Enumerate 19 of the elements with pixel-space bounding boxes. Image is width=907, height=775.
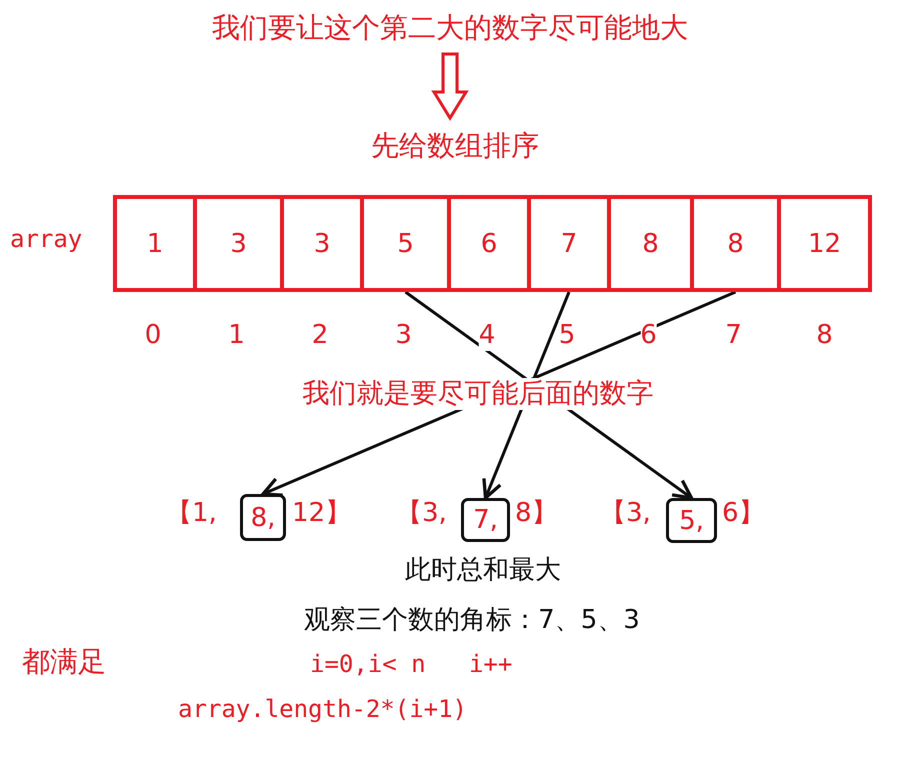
- note-text: 【3,: [396, 498, 447, 530]
- note-text: 8】: [515, 498, 558, 530]
- highlighted-number: 7,: [461, 498, 510, 542]
- note-text: 此时总和最大: [405, 555, 561, 586]
- note-text: array.length-2*(i+1): [178, 695, 467, 724]
- highlighted-number: 5,: [666, 498, 717, 543]
- heading-text: 我们要让这个第二大的数字尽可能地大: [140, 6, 760, 50]
- note-text: 【3,: [600, 498, 651, 530]
- note-text: array: [10, 225, 82, 254]
- note-text: 12】: [292, 498, 352, 530]
- note-text: i=0,i< n i++: [310, 650, 512, 679]
- note-text: 我们就是要尽可能后面的数字: [302, 378, 654, 410]
- note-text: 都满足: [22, 645, 106, 679]
- heading-text: 先给数组排序: [330, 124, 580, 168]
- note-text: 【1,: [166, 498, 217, 530]
- highlighted-number: 8,: [240, 494, 286, 541]
- note-text: 观察三个数的角标：7、5、3: [304, 605, 640, 636]
- hollow-arrow: [431, 52, 469, 121]
- note-text: 6】: [722, 498, 765, 530]
